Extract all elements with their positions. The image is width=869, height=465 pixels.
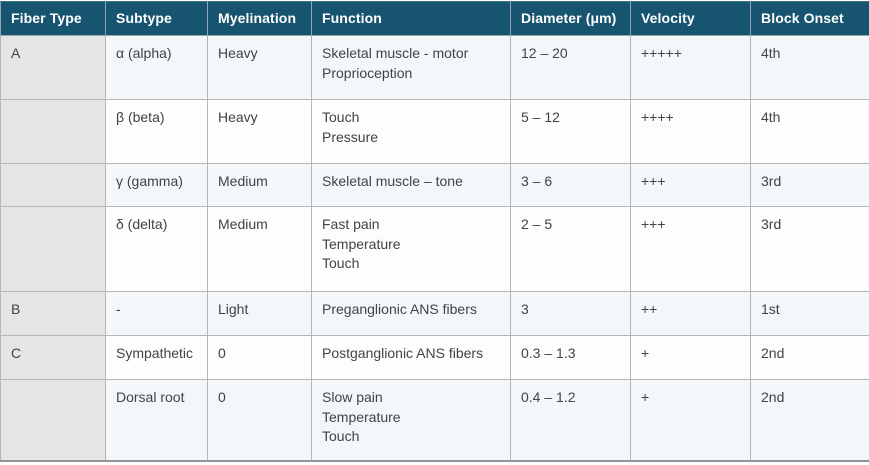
- cell-subtype: Dorsal root: [105, 379, 208, 461]
- cell-function: Postganglionic ANS fibers: [311, 335, 511, 380]
- cell-velocity: +: [630, 335, 751, 380]
- cell-block-onset: 1st: [750, 291, 869, 336]
- cell-velocity: +++: [630, 206, 751, 292]
- cell-fiber-type: B: [0, 291, 106, 336]
- cell-block-onset: 2nd: [750, 335, 869, 380]
- table-body: A α (alpha) Heavy Skeletal muscle - moto…: [0, 35, 869, 461]
- column-header-block-onset: Block Onset: [750, 1, 869, 36]
- table-row: C Sympathetic 0 Postganglionic ANS fiber…: [0, 335, 869, 380]
- cell-fiber-type: C: [0, 335, 106, 380]
- cell-diameter: 2 – 5: [510, 206, 631, 292]
- cell-diameter: 3: [510, 291, 631, 336]
- table-row: γ (gamma) Medium Skeletal muscle – tone …: [0, 163, 869, 207]
- cell-velocity: +++++: [630, 35, 751, 100]
- column-header-subtype: Subtype: [105, 1, 208, 36]
- cell-fiber-type: [0, 99, 106, 164]
- cell-subtype: δ (delta): [105, 206, 208, 292]
- cell-velocity: ++++: [630, 99, 751, 164]
- cell-diameter: 0.3 – 1.3: [510, 335, 631, 380]
- cell-block-onset: 3rd: [750, 163, 869, 207]
- cell-velocity: +++: [630, 163, 751, 207]
- cell-fiber-type: [0, 163, 106, 207]
- cell-myelination: Heavy: [207, 99, 312, 164]
- column-header-myelination: Myelination: [207, 1, 312, 36]
- column-header-velocity: Velocity: [630, 1, 751, 36]
- cell-myelination: Medium: [207, 206, 312, 292]
- cell-function: Skeletal muscle – tone: [311, 163, 511, 207]
- cell-block-onset: 4th: [750, 35, 869, 100]
- cell-subtype: -: [105, 291, 208, 336]
- header-row: Fiber Type Subtype Myelination Function …: [0, 1, 869, 36]
- cell-myelination: Light: [207, 291, 312, 336]
- cell-function: Skeletal muscle - motor Proprioception: [311, 35, 511, 100]
- table-row: A α (alpha) Heavy Skeletal muscle - moto…: [0, 35, 869, 100]
- cell-velocity: +: [630, 379, 751, 461]
- cell-diameter: 12 – 20: [510, 35, 631, 100]
- column-header-diameter: Diameter (μm): [510, 1, 631, 36]
- cell-function: Preganglionic ANS fibers: [311, 291, 511, 336]
- cell-block-onset: 3rd: [750, 206, 869, 292]
- table-row: B - Light Preganglionic ANS fibers 3 ++ …: [0, 291, 869, 336]
- cell-myelination: Medium: [207, 163, 312, 207]
- cell-subtype: γ (gamma): [105, 163, 208, 207]
- cell-diameter: 0.4 – 1.2: [510, 379, 631, 461]
- cell-block-onset: 2nd: [750, 379, 869, 461]
- table-row: δ (delta) Medium Fast pain Temperature T…: [0, 206, 869, 292]
- cell-fiber-type: A: [0, 35, 106, 100]
- cell-diameter: 5 – 12: [510, 99, 631, 164]
- cell-subtype: α (alpha): [105, 35, 208, 100]
- column-header-function: Function: [311, 1, 511, 36]
- cell-function: Fast pain Temperature Touch: [311, 206, 511, 292]
- cell-subtype: β (beta): [105, 99, 208, 164]
- table-row: Dorsal root 0 Slow pain Temperature Touc…: [0, 379, 869, 461]
- cell-velocity: ++: [630, 291, 751, 336]
- cell-function: Slow pain Temperature Touch: [311, 379, 511, 461]
- cell-fiber-type: [0, 379, 106, 461]
- cell-fiber-type: [0, 206, 106, 292]
- cell-myelination: Heavy: [207, 35, 312, 100]
- cell-diameter: 3 – 6: [510, 163, 631, 207]
- column-header-fiber-type: Fiber Type: [0, 1, 106, 36]
- table-header: Fiber Type Subtype Myelination Function …: [0, 1, 869, 36]
- cell-myelination: 0: [207, 379, 312, 461]
- cell-subtype: Sympathetic: [105, 335, 208, 380]
- cell-block-onset: 4th: [750, 99, 869, 164]
- table-row: β (beta) Heavy Touch Pressure 5 – 12 +++…: [0, 99, 869, 164]
- cell-myelination: 0: [207, 335, 312, 380]
- cell-function: Touch Pressure: [311, 99, 511, 164]
